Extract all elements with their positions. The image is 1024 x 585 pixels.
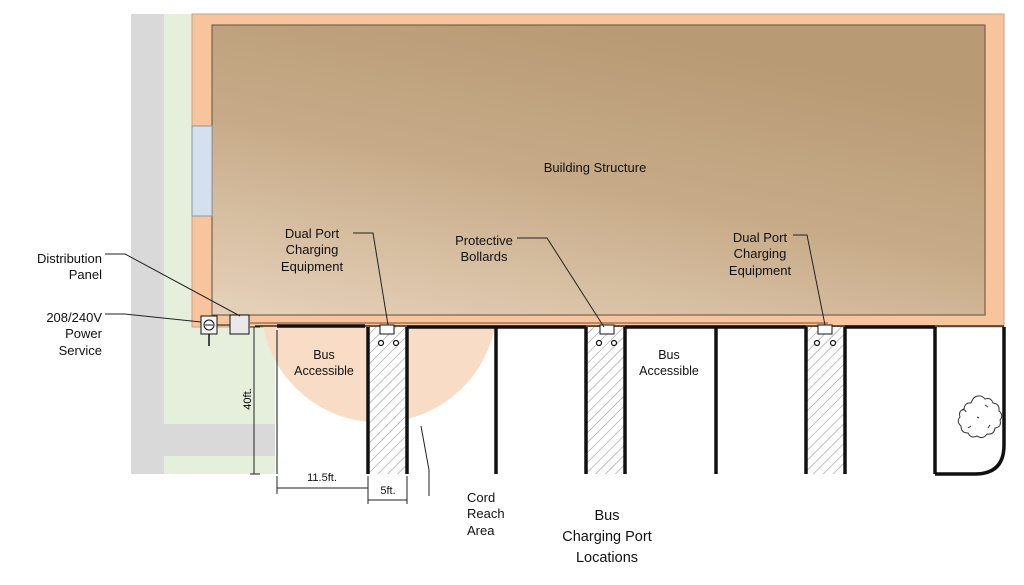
aisle-2 [586,327,625,474]
stall-lines [277,324,937,474]
landscape-island [935,327,1006,476]
tree-icon [957,395,1003,439]
bollards-label: Protective Bollards [455,233,513,265]
bus-accessible-left-label: Bus Accessible [294,348,354,378]
stall-width-dimension: 11.5ft. [307,472,337,484]
leader-lines [105,232,826,496]
sidewalk-lower [164,325,275,424]
charger-2-icon [595,324,618,347]
bus-accessible-right-label: Bus Accessible [639,348,699,378]
distribution-panel-label: Distribution Panel [36,251,102,283]
caption: Bus Charging Port Locations [562,508,652,567]
charger-3-icon [813,324,837,347]
depth-dimension: 40ft. [242,388,254,410]
building-window [191,125,213,217]
sidewalk-bottom [164,456,275,474]
dimension-lines [250,326,408,504]
dual-port-left-label: Dual Port Charging Equipment [280,226,344,274]
distribution-panel-icon [229,314,250,335]
dual-port-right-label: Dual Port Charging Equipment [728,230,792,278]
charger-1-icon [377,324,400,347]
building-structure [211,24,986,316]
aisle-3 [806,327,845,474]
aisle-1 [368,327,407,474]
power-service-label: 208/240V Power Service [46,310,102,358]
aisle-width-dimension: 5ft. [380,485,396,497]
building-label: Building Structure [543,160,647,175]
road-branch [131,424,275,456]
cord-reach-label: Cord Reach Area [467,490,505,538]
road [131,14,164,474]
power-service-meter-icon [200,315,218,346]
